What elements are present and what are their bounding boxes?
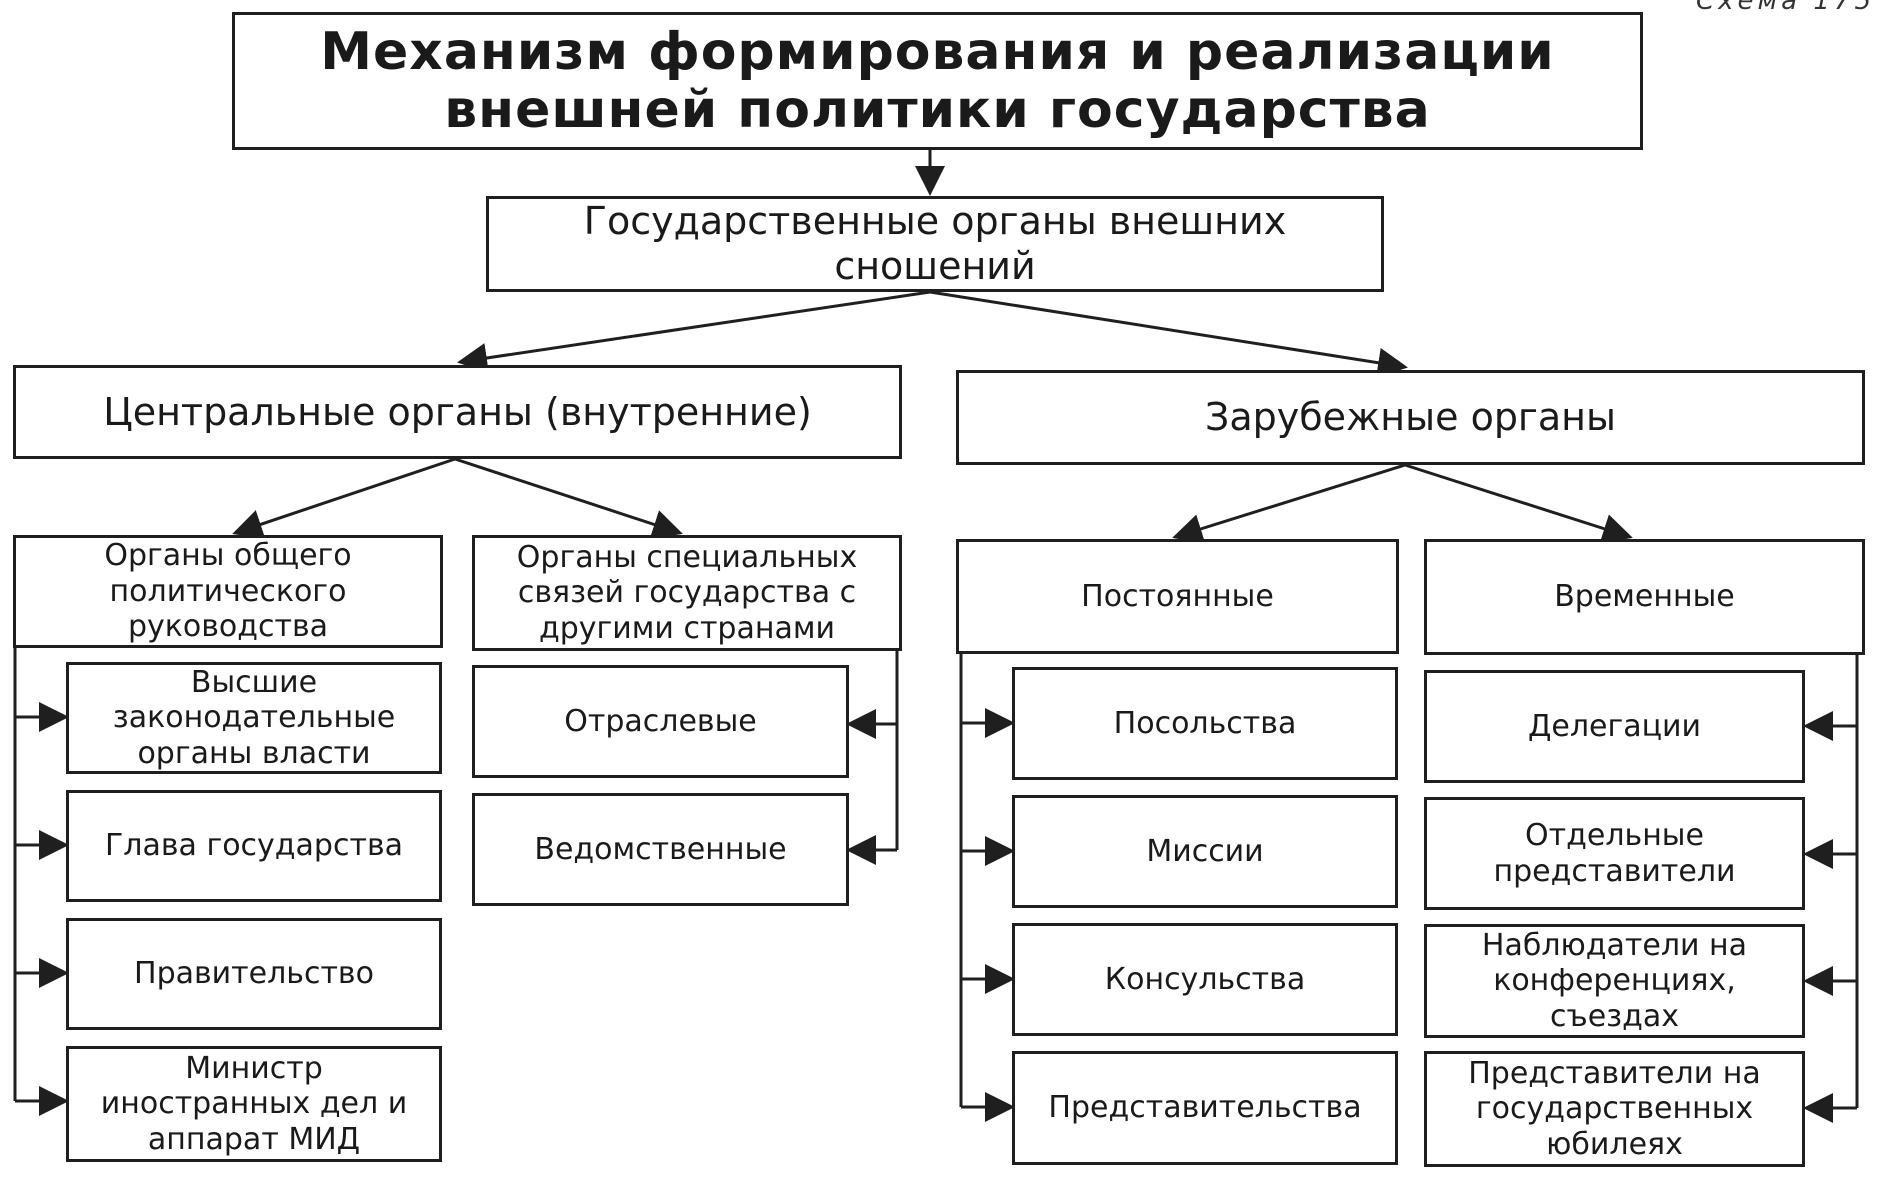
leaf-label: Миссии — [1146, 833, 1264, 869]
leaf-label: Правительство — [134, 956, 374, 992]
leaf-special-sectoral: Отраслевые — [472, 665, 849, 778]
temporary-label: Временные — [1554, 579, 1735, 615]
leaf-label: Наблюдатели на конференциях, съездах — [1481, 927, 1748, 1034]
leaf-label: Глава государства — [104, 828, 404, 864]
leaf-general-head-of-state: Глава государства — [66, 790, 442, 902]
temporary-node: Временные — [1424, 539, 1865, 655]
special-relations-label: Органы специальных связей государства с … — [516, 539, 858, 646]
foreign-organs-node: Зарубежные органы — [956, 370, 1865, 465]
leaf-general-foreign-minister: Министр иностранных дел и аппарат МИД — [66, 1046, 442, 1162]
general-leadership-label: Органы общего политического руководства — [104, 538, 352, 645]
leaf-temporary-delegations: Делегации — [1424, 670, 1805, 783]
leaf-temporary-observers: Наблюдатели на конференциях, съездах — [1424, 924, 1805, 1038]
central-organs-label: Центральные органы (внутренние) — [103, 389, 812, 434]
diagram-title: Механизм формирования и реализации внешн… — [232, 12, 1643, 150]
leaf-label: Представители на государственных юбилеях — [1468, 1055, 1761, 1162]
special-relations-node: Органы специальных связей государства с … — [472, 535, 902, 651]
foreign-organs-label: Зарубежные органы — [1204, 395, 1617, 440]
leaf-permanent-consulates: Консульства — [1012, 923, 1398, 1036]
leaf-label: Посольства — [1113, 705, 1297, 741]
leaf-label: Делегации — [1527, 708, 1702, 744]
permanent-label: Постоянные — [1081, 578, 1274, 614]
leaf-label: Отраслевые — [564, 703, 757, 739]
leaf-label: Представительства — [1048, 1090, 1362, 1126]
root-node: Государственные органы внешних сношений — [486, 196, 1384, 292]
central-organs-node: Центральные органы (внутренние) — [13, 365, 902, 459]
corner-label: Схема 175 — [1696, 0, 1875, 16]
root-node-label: Государственные органы внешних сношений — [583, 199, 1287, 288]
leaf-label: Высшие законодательные органы власти — [112, 664, 396, 771]
general-leadership-node: Органы общего политического руководства — [13, 535, 443, 648]
leaf-label: Консульства — [1104, 961, 1306, 997]
leaf-label: Отдельные представители — [1493, 818, 1736, 889]
leaf-general-legislature: Высшие законодательные органы власти — [66, 662, 442, 774]
permanent-node: Постоянные — [956, 539, 1399, 654]
leaf-special-departmental: Ведомственные — [472, 793, 849, 906]
leaf-temporary-jubilee-representatives: Представители на государственных юбилеях — [1424, 1051, 1805, 1167]
leaf-temporary-representatives: Отдельные представители — [1424, 797, 1805, 910]
leaf-permanent-embassies: Посольства — [1012, 667, 1398, 780]
leaf-label: Министр иностранных дел и аппарат МИД — [100, 1050, 408, 1157]
leaf-permanent-representations: Представительства — [1012, 1051, 1398, 1165]
diagram-title-text: Механизм формирования и реализации внешн… — [320, 21, 1555, 140]
leaf-general-government: Правительство — [66, 918, 442, 1030]
leaf-permanent-missions: Миссии — [1012, 795, 1398, 908]
leaf-label: Ведомственные — [534, 831, 787, 867]
